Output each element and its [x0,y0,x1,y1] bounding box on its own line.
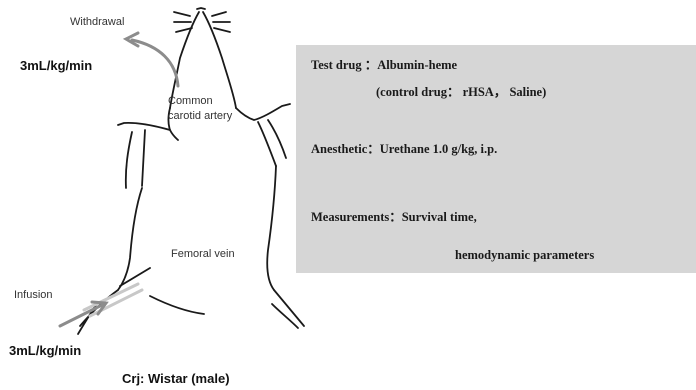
rat-left-shoulder [118,123,170,130]
test-drug-text: Test drug ：Albumin-heme [311,54,457,73]
carotid-label-line1: Common [168,94,232,109]
carotid-artery-label: Common carotid artery [168,94,232,124]
measurements-continued-text: hemodynamic parameters [455,248,594,263]
control-drug-text: (control drug： rHSA， Saline) [376,81,546,100]
withdrawal-label: Withdrawal [70,16,124,28]
carotid-label-line2: carotid artery [168,109,232,124]
measurements-text: Measurements：Survival time, [311,206,477,225]
rat-right-ear [236,104,290,120]
protocol-info-box: Test drug ：Albumin-heme (control drug： r… [296,45,696,273]
rat-whiskers-left [174,12,192,32]
rat-tail-region [150,296,204,314]
rat-whiskers-right [212,12,230,32]
rat-right-hindlimb [272,290,304,328]
infusion-label: Infusion [14,289,53,301]
withdrawal-arrow [126,33,178,86]
rat-left-forelimb [126,130,145,188]
infusion-rate-label: 3mL/kg/min [9,343,81,358]
rat-right-forelimb [258,120,286,166]
rat-nose [197,8,205,9]
rat-strain-label: Crj: Wistar (male) [122,371,230,386]
withdrawal-rate-label: 3mL/kg/min [20,58,92,73]
femoral-vein-label: Femoral vein [171,248,235,260]
rat-body-right [267,166,276,290]
anesthetic-text: Anesthetic：Urethane 1.0 g/kg, i.p. [311,138,497,157]
